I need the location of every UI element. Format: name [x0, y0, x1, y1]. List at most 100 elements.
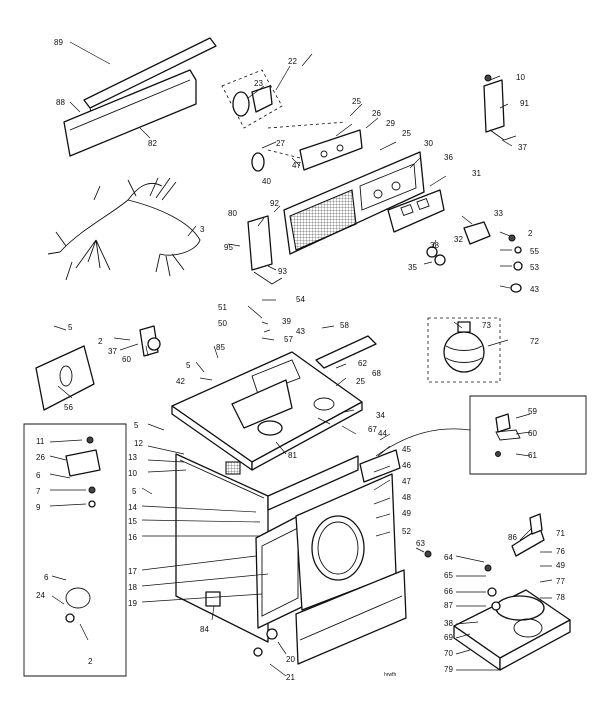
cabinet-top: [171, 335, 377, 471]
callout: 92: [270, 199, 279, 208]
hardware-right: [508, 234, 523, 293]
callout: 13: [128, 453, 137, 462]
callout: 56: [64, 403, 73, 412]
front-door-panel: [295, 449, 401, 611]
hardware-misc: [253, 550, 501, 657]
switch-80: [247, 215, 283, 285]
callout: 70: [444, 649, 453, 658]
callout: 61: [528, 451, 537, 460]
callout: 25: [402, 129, 411, 138]
callout: 25: [356, 377, 365, 386]
inset-panel-left: [23, 423, 127, 677]
inset-panel-right: [375, 395, 587, 475]
wiring-harness: [47, 177, 201, 281]
bezel-31: [387, 189, 445, 233]
callout: 91: [520, 99, 529, 108]
callout: 52: [402, 527, 411, 536]
callout: 5: [132, 487, 137, 496]
callout: 36: [444, 153, 453, 162]
callout: 87: [444, 601, 453, 610]
callout: 69: [444, 633, 453, 642]
callout: 20: [286, 655, 295, 664]
callout: 71: [556, 529, 565, 538]
kick-panel-52: [295, 569, 407, 665]
callout: 7: [36, 487, 41, 496]
callout: 33: [494, 209, 503, 218]
callout: 48: [402, 493, 411, 502]
callout: 55: [530, 247, 539, 256]
callout: 47: [402, 477, 411, 486]
callout: 49: [556, 561, 565, 570]
callout: 22: [288, 57, 297, 66]
callout: 85: [216, 343, 225, 352]
callout: 66: [444, 587, 453, 596]
callout: 27: [276, 139, 285, 148]
callout: 21: [286, 673, 295, 682]
callout: 45: [402, 445, 411, 454]
callout: 59: [528, 407, 537, 416]
callout: 44: [378, 429, 387, 438]
callout: 37: [108, 347, 117, 356]
control-console-30: [283, 151, 425, 255]
motor-assembly: [453, 513, 571, 671]
callout: 31: [472, 169, 481, 178]
callout: 12: [134, 439, 143, 448]
callout-labels: 89 88 82 22 23 25 26 29 25 27 47 40 30 3…: [36, 38, 565, 682]
callout: 23: [254, 79, 263, 88]
callout: 62: [358, 359, 367, 368]
callout: 76: [556, 547, 565, 556]
leader-lines: [49, 41, 553, 677]
callout: 65: [444, 571, 453, 580]
callout: 77: [556, 577, 565, 586]
callout: 49: [402, 509, 411, 518]
callout: 6: [36, 471, 41, 480]
callout: 81: [288, 451, 297, 460]
callout: 73: [482, 321, 491, 330]
callout: 2: [528, 229, 533, 238]
timer-group-22: [221, 69, 283, 172]
callout: 11: [36, 437, 45, 446]
callout: 79: [444, 665, 453, 674]
callout: 5: [134, 421, 139, 430]
callout: 88: [56, 98, 65, 107]
callout: 29: [386, 119, 395, 128]
callout: 89: [54, 38, 63, 47]
callout: 60: [122, 355, 131, 364]
callout: 51: [218, 303, 227, 312]
callout: 14: [128, 503, 137, 512]
callout: 19: [128, 599, 137, 608]
callout: 16: [128, 533, 137, 542]
callout: 30: [424, 139, 433, 148]
callout: 72: [530, 337, 539, 346]
callout: 5: [186, 361, 191, 370]
rear-panel-82: [63, 69, 197, 157]
callout: 18: [128, 583, 137, 592]
callout: 24: [36, 591, 45, 600]
footer-code: hrwfh: [384, 672, 396, 678]
callout: 26: [372, 109, 381, 118]
callout: 68: [372, 369, 381, 378]
callout: 46: [402, 461, 411, 470]
callout: 42: [176, 377, 185, 386]
callout: 35: [408, 263, 417, 272]
callout: 60: [528, 429, 537, 438]
callout: 3: [200, 225, 205, 234]
switch-37-60: [139, 325, 161, 357]
bracket-91: [483, 74, 517, 141]
callout: 17: [128, 567, 137, 576]
callout: 15: [128, 517, 137, 526]
callout: 47: [292, 161, 301, 170]
callout: 34: [376, 411, 385, 420]
callout: 6: [44, 573, 49, 582]
bracket-56: [35, 345, 95, 411]
callout: 9: [36, 503, 41, 512]
callout: 84: [200, 625, 209, 634]
callout: 43: [296, 327, 305, 336]
callout: 95: [224, 243, 233, 252]
callout: 25: [352, 97, 361, 106]
callout: 67: [368, 425, 377, 434]
callout: 37: [518, 143, 527, 152]
callout: 93: [278, 267, 287, 276]
callout: 50: [218, 319, 227, 328]
